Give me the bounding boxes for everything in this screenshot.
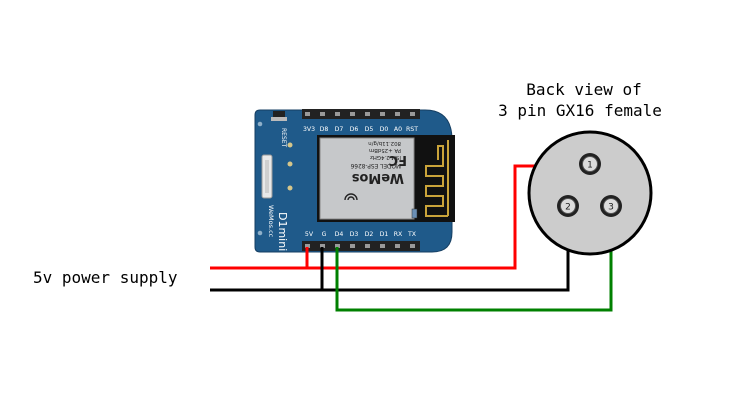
connector-title-line2: 3 pin GX16 female xyxy=(498,101,662,120)
pin-label-5v: 5V xyxy=(305,231,314,238)
connector-title-line1: Back view of xyxy=(526,80,642,99)
bottom-pin-labels: 5V G D4 D3 D2 D1 RX TX xyxy=(305,231,417,238)
reset-button xyxy=(273,111,285,119)
esp8266-module: WeMos MODEL ESP-8266 ISM 2.4GHz PA +25dB… xyxy=(317,135,455,222)
board-name: D1mini xyxy=(276,212,289,251)
bottom-pin-header xyxy=(302,241,420,251)
module-line3: 802.11b/g/n xyxy=(368,140,401,146)
pin-label-d3: D3 xyxy=(350,231,359,238)
led-indicator xyxy=(411,208,418,219)
module-brand: WeMos xyxy=(351,170,404,185)
pin-label-d4: D4 xyxy=(335,231,344,238)
fcc-icon: FC xyxy=(389,152,407,167)
pin-label-d0: D0 xyxy=(380,126,389,133)
module-line1: ISM 2.4GHz xyxy=(370,154,401,160)
pin-label-d2: D2 xyxy=(365,231,374,238)
antenna-trace xyxy=(415,138,453,219)
pin-label-3v3: 3V3 xyxy=(303,126,315,133)
pin-label-d7: D7 xyxy=(335,126,344,133)
pin-label-tx: TX xyxy=(407,231,417,238)
reset-label: RESET xyxy=(280,128,287,148)
pin-label-rst: RST xyxy=(406,126,418,133)
svg-text:FC: FC xyxy=(389,152,407,167)
pin-label-d8: D8 xyxy=(320,126,329,133)
pin-3-label: 3 xyxy=(608,203,614,213)
pin-label-d6: D6 xyxy=(350,126,359,133)
module-line2: PA +25dBm xyxy=(369,147,401,153)
pin-1-label: 1 xyxy=(587,161,593,171)
wemos-d1-mini-board: RESET D1mini WeMos.cc xyxy=(254,109,455,253)
top-pin-header xyxy=(302,109,420,119)
wire-green-d4 xyxy=(335,206,613,312)
pin-label-d5: D5 xyxy=(365,126,374,133)
wifi-logo-icon xyxy=(344,193,358,201)
pin-label-rx: RX xyxy=(394,231,403,238)
board-brand: WeMos.cc xyxy=(267,205,275,238)
gx16-connector: 1 2 3 xyxy=(527,130,653,256)
pin-2-label: 2 xyxy=(565,203,571,213)
connector-pin-2: 2 xyxy=(557,195,579,217)
pin-label-g: G xyxy=(322,231,327,238)
top-pin-labels: 3V3 D8 D7 D6 D5 D0 A0 RST xyxy=(303,126,418,133)
pin-label-d1: D1 xyxy=(380,231,389,238)
power-supply-label: 5v power supply xyxy=(33,268,178,287)
connector-pin-3: 3 xyxy=(600,195,622,217)
module-model: MODEL ESP-8266 xyxy=(350,162,401,168)
connector-body xyxy=(527,130,653,256)
pin-label-a0: A0 xyxy=(394,126,402,133)
connector-pin-1: 1 xyxy=(579,153,601,175)
